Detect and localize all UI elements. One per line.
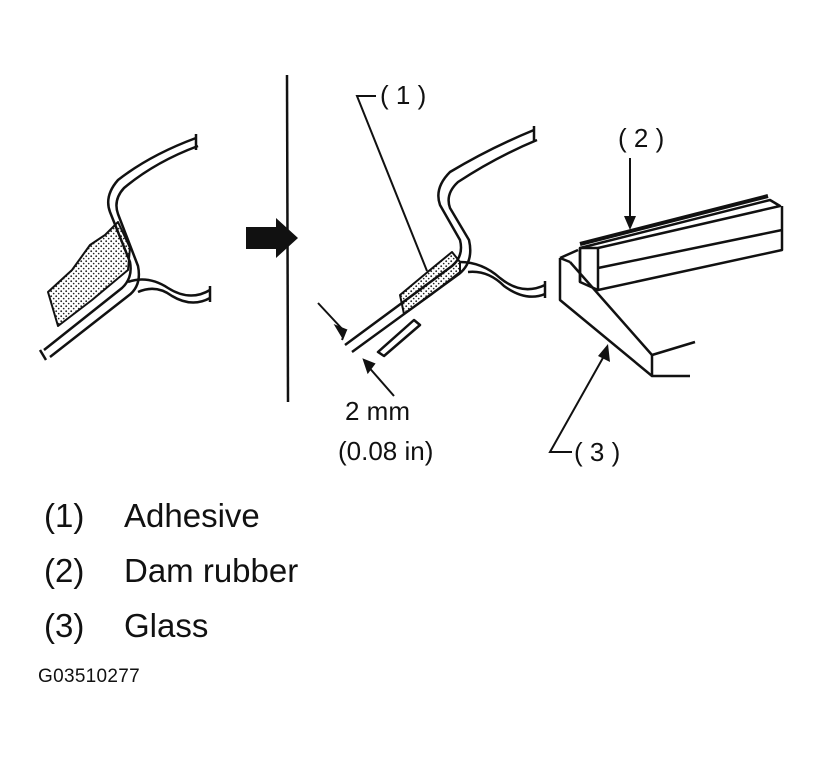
glass-section [558, 194, 784, 378]
middle-lower-edge [376, 318, 422, 358]
callout-2-label: ( 2 ) [618, 123, 664, 153]
left-old-adhesive [47, 221, 131, 327]
middle-inner-panel-2 [467, 270, 546, 298]
middle-body-flange-outer [344, 128, 535, 347]
middle-inner-panel [459, 260, 546, 291]
left-edge [38, 349, 48, 361]
callout-2-arrowhead [624, 216, 636, 230]
legend-item-dam-rubber: (2) Dam rubber [44, 543, 298, 598]
left-panel-section [38, 134, 212, 361]
callout-1-leader [355, 95, 428, 272]
legend-text: Glass [124, 606, 209, 644]
left-inner-panel-2 [137, 287, 211, 304]
middle-panel-section [344, 126, 547, 358]
callout-3-label: ( 3 ) [574, 437, 620, 467]
middle-body-flange-inner [351, 138, 538, 354]
dimension-imperial-label: (0.08 in) [338, 436, 433, 466]
dam-rubber-top [579, 198, 782, 250]
figure-id: G03510277 [38, 666, 141, 687]
installation-diagram: ( 1 ) ( 2 ) ( 3 ) 2 mm (0.08 in) [38, 74, 784, 467]
glass-front-top [559, 248, 654, 376]
left-inner-panel [127, 278, 211, 297]
dam-rubber-top-2 [579, 194, 769, 246]
dam-rubber-mid [597, 228, 783, 270]
legend-number: (3) [44, 606, 85, 644]
glass-top-face [569, 261, 696, 357]
dimension-metric-label: 2 mm [345, 396, 410, 426]
callout-3-leader [548, 355, 605, 453]
callout-3-arrowhead [598, 344, 610, 362]
legend-number: (1) [44, 496, 85, 534]
dimension-indicator [317, 302, 395, 397]
left-panel-end [194, 134, 212, 302]
legend-number: (2) [44, 551, 85, 589]
left-body-flange-inner [49, 144, 199, 358]
legend: (1) Adhesive (2) Dam rubber (3) Glass [44, 488, 298, 653]
glass-front-edge [558, 258, 690, 378]
middle-panel-end [532, 126, 547, 298]
legend-item-glass: (3) Glass [44, 598, 298, 653]
left-body-flange-outer [43, 136, 197, 351]
legend-text: Dam rubber [124, 551, 299, 589]
legend-text: Adhesive [124, 496, 260, 534]
callout-1-label: ( 1 ) [380, 80, 426, 110]
legend-item-adhesive: (1) Adhesive [44, 488, 298, 543]
dam-rubber-side [597, 206, 784, 292]
right-arrow-icon [246, 218, 298, 258]
